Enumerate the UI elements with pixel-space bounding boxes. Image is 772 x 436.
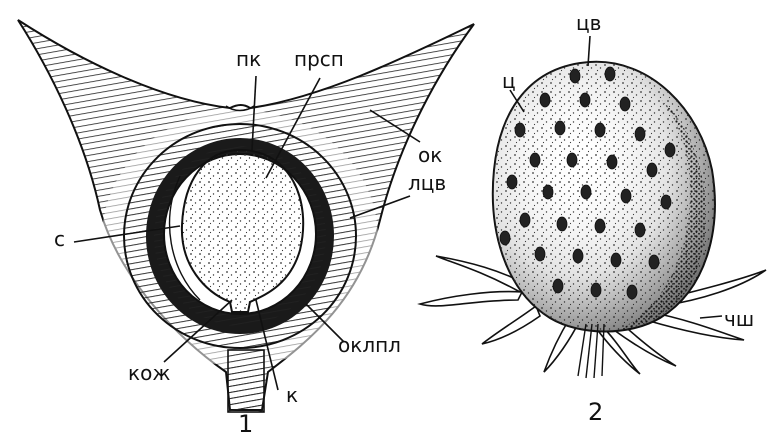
label-ok: ок <box>418 143 442 167</box>
figure2-number: 2 <box>588 398 603 426</box>
stalk <box>228 350 264 412</box>
label-pk: пк <box>236 47 261 71</box>
label-lcv: лцв <box>408 171 446 195</box>
label-chsh: чш <box>724 307 754 331</box>
label-k: к <box>286 383 298 407</box>
fruit-cross-section <box>18 20 474 412</box>
figure1-number: 1 <box>238 410 253 436</box>
label-p: ц <box>502 69 516 93</box>
strawberry <box>420 62 766 378</box>
label-prsp: прсп <box>294 47 344 71</box>
label-oklpl: оклпл <box>338 333 401 357</box>
label-cv: цв <box>576 11 601 35</box>
label-s: с <box>54 227 65 251</box>
label-kozh: кож <box>128 361 170 385</box>
